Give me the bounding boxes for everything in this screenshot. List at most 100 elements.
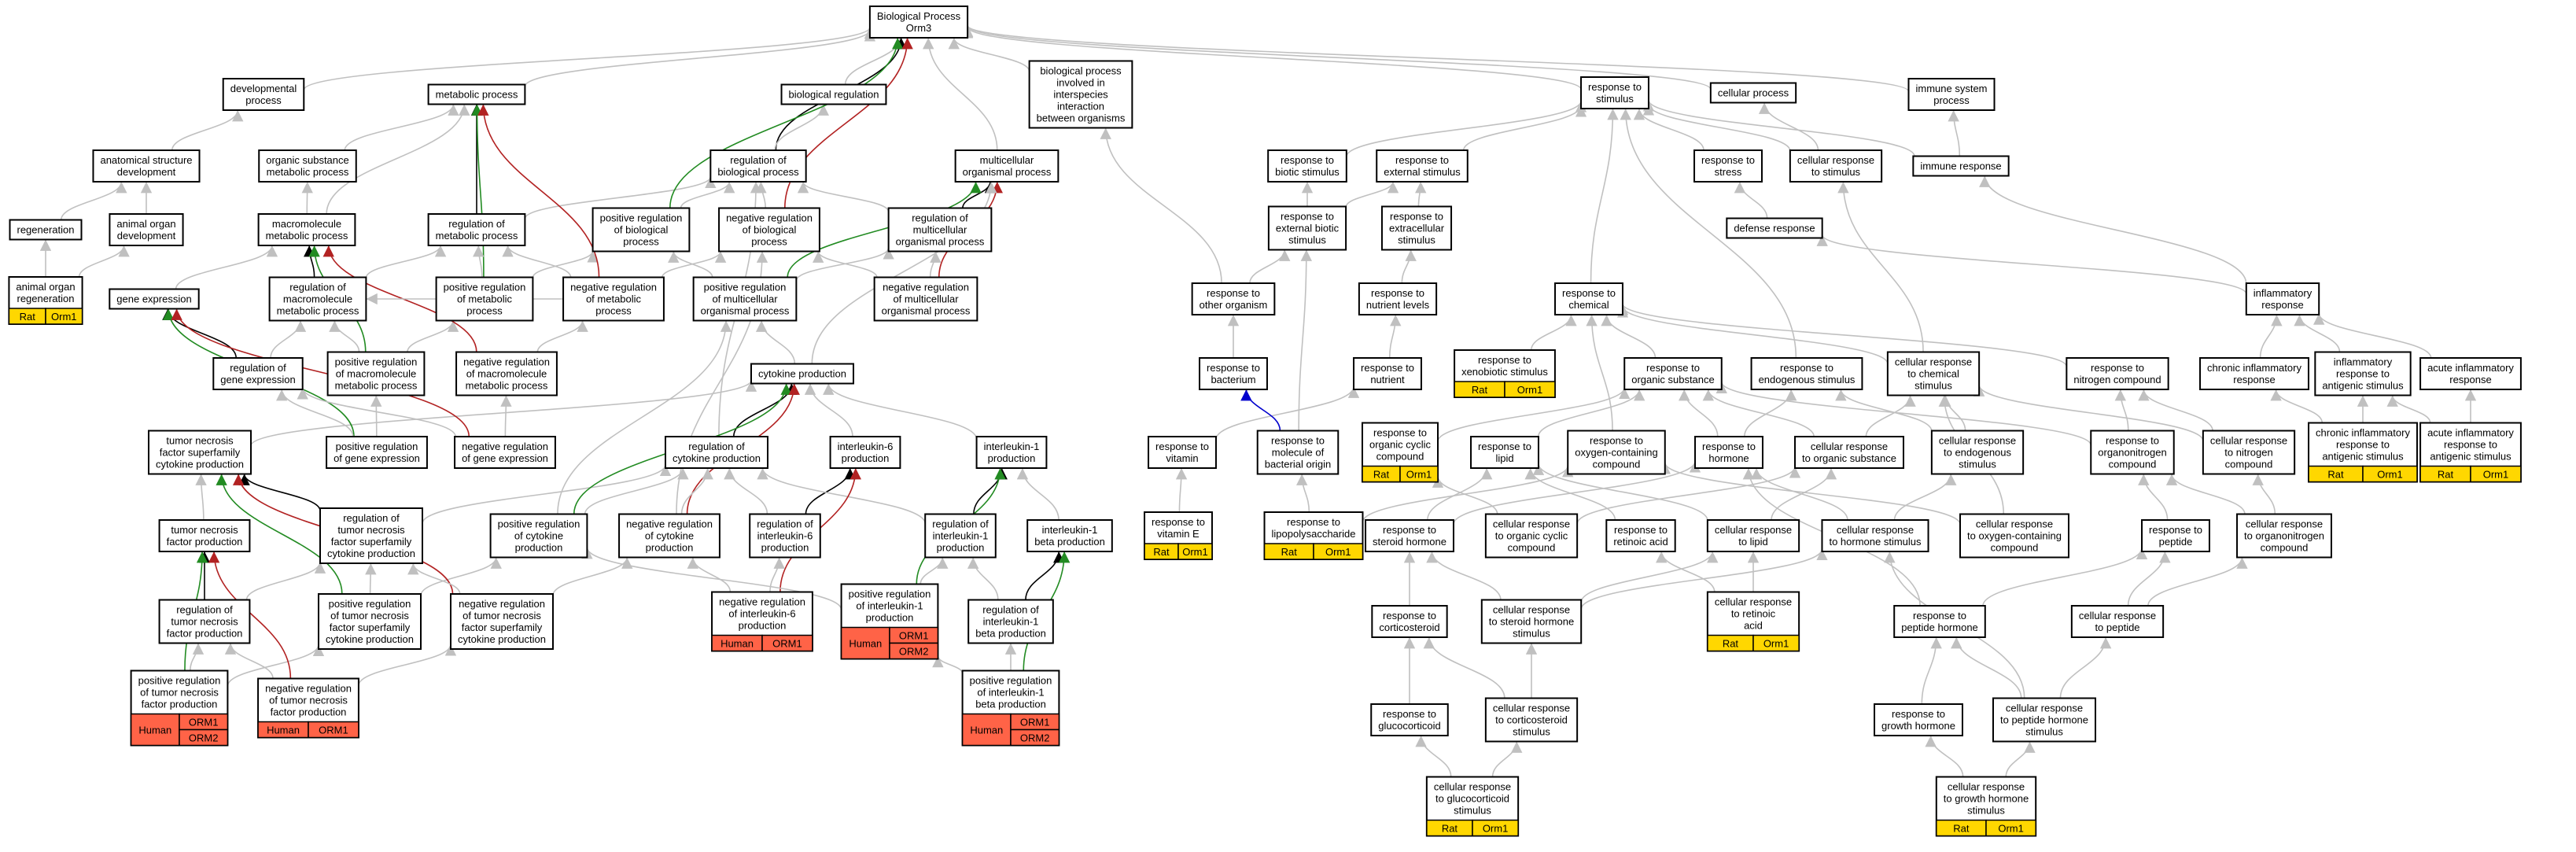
go-term-regeneration[interactable]: regeneration bbox=[9, 219, 83, 241]
go-term-immune-response[interactable]: immune response bbox=[1912, 155, 2010, 177]
go-term-cellular-process[interactable]: cellular process bbox=[1709, 82, 1797, 104]
go-term-biological-regulation[interactable]: biological regulation bbox=[780, 83, 887, 105]
go-term-defense-response[interactable]: defense response bbox=[1726, 217, 1823, 239]
go-term-metabolic-process[interactable]: metabolic process bbox=[427, 83, 526, 105]
go-term-cytokine-production[interactable]: cytokine production bbox=[750, 363, 855, 385]
